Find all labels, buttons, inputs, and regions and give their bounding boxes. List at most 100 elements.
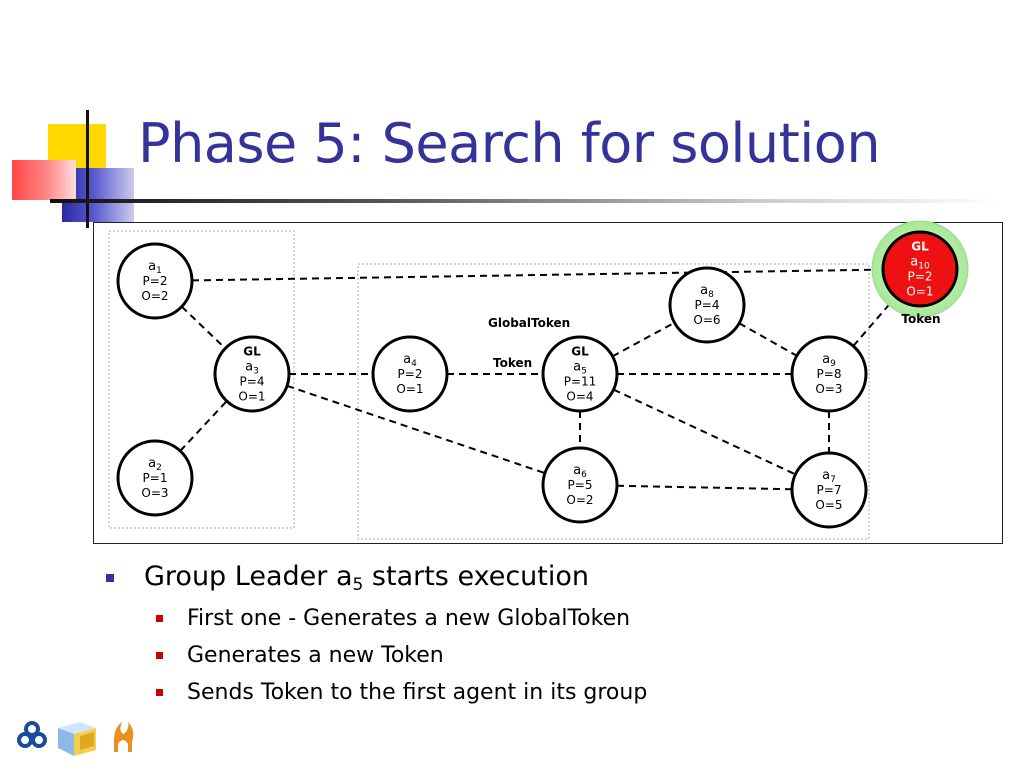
node-priority: P=4	[240, 375, 265, 389]
sub-bullet-marker	[156, 615, 163, 622]
node-a7: a7P=7O=5	[790, 451, 868, 529]
node-name: a2	[148, 456, 162, 473]
node-a6: a6P=5O=2	[541, 446, 619, 524]
node-order: O=1	[906, 285, 933, 299]
node-name-base: a	[822, 468, 830, 483]
node-priority: P=11	[564, 375, 597, 389]
diagram-frame	[93, 222, 1003, 544]
node-name: a4	[403, 352, 417, 369]
node-order: O=1	[396, 382, 423, 396]
node-name: a9	[822, 352, 836, 369]
bullet-level2: Sends Token to the first agent in its gr…	[104, 674, 1004, 711]
bullet-level2: First one - Generates a new GlobalToken	[104, 600, 1004, 637]
sub-bullet-text: First one - Generates a new GlobalToken	[187, 606, 631, 631]
node-name-base: a	[403, 352, 411, 367]
node-name: a8	[700, 283, 714, 300]
bullet-level1: Group Leader a5 starts execution	[104, 558, 1004, 596]
footer-logos	[17, 721, 134, 756]
page-title: Phase 5: Search for solution	[138, 112, 881, 175]
node-name-base: a	[573, 360, 581, 375]
bullet-text-subscript: 5	[352, 575, 364, 595]
node-a1: a1P=2O=2	[116, 242, 194, 320]
node-name: a5	[573, 360, 587, 377]
node-priority: P=5	[568, 478, 593, 492]
node-name-base: a	[700, 283, 708, 298]
token-label-a10: Token	[901, 312, 940, 326]
nodes-layer: a1P=2O=2a2P=1O=3GLa3P=4O=1a4P=2O=1GLa5P=…	[116, 230, 959, 529]
node-priority: P=8	[817, 367, 842, 381]
node-priority: P=1	[143, 471, 168, 485]
node-circle	[213, 335, 291, 413]
node-name-base: a	[245, 360, 253, 375]
bullet-text-after: starts execution	[363, 561, 590, 592]
node-circle	[790, 335, 868, 413]
node-priority: P=2	[908, 270, 933, 284]
node-order: O=5	[815, 498, 842, 512]
token-label-a5: Token	[493, 356, 532, 370]
node-name: a3	[245, 360, 259, 377]
node-name-base: a	[910, 255, 918, 270]
edge-a5-a7	[613, 388, 796, 476]
sub-bullet-marker	[156, 689, 163, 696]
node-name-subscript: 6	[581, 470, 587, 480]
edge-a5-a8	[612, 321, 675, 358]
node-circle	[668, 266, 746, 344]
node-circle	[116, 242, 194, 320]
node-priority: P=4	[695, 298, 720, 312]
node-priority: P=2	[143, 274, 168, 288]
node-a9: a9P=8O=3	[790, 335, 868, 413]
node-name-subscript: 4	[411, 359, 417, 369]
node-order: O=6	[693, 313, 720, 327]
node-order: O=3	[141, 486, 168, 500]
node-name-subscript: 8	[708, 290, 714, 300]
node-circle	[881, 230, 959, 308]
cube-logo-icon	[58, 722, 96, 756]
edge-a8-a9	[738, 322, 798, 357]
node-name: a7	[822, 468, 836, 485]
node-priority: P=7	[817, 483, 842, 497]
node-a2: a2P=1O=3	[116, 439, 194, 517]
trefoil-logo-icon	[17, 721, 47, 748]
flame-logo-icon	[114, 722, 134, 752]
decor-red-square	[12, 160, 76, 200]
sub-bullet-text: Generates a new Token	[187, 643, 444, 668]
node-name-subscript: 1	[156, 266, 162, 276]
node-name-base: a	[148, 259, 156, 274]
global-token-label: GlobalToken	[488, 316, 570, 330]
edge-a1-a10	[191, 268, 884, 282]
node-order: O=1	[238, 390, 265, 404]
node-name-subscript: 3	[253, 367, 259, 377]
node-circle	[116, 439, 194, 517]
node-name-subscript: 7	[830, 475, 836, 485]
node-circle	[371, 335, 449, 413]
group-1-boundary	[108, 230, 295, 529]
edge-a3-a6	[286, 384, 546, 475]
bullet-level2: Generates a new Token	[104, 637, 1004, 674]
bullet-list: Group Leader a5 starts execution First o…	[104, 558, 1004, 711]
node-order: O=2	[566, 493, 593, 507]
node-a8: a8P=4O=6	[668, 266, 746, 344]
node-name-subscript: 9	[830, 359, 836, 369]
sub-bullet-marker	[156, 652, 163, 659]
node-name: a6	[573, 463, 587, 480]
node-name-base: a	[822, 352, 830, 367]
node-priority: P=2	[398, 367, 423, 381]
node-name-base: a	[573, 463, 581, 478]
title-divider	[50, 199, 1000, 203]
node-order: O=3	[815, 382, 842, 396]
group-2-boundary	[357, 263, 870, 540]
node-group-leader-label: GL	[571, 345, 589, 359]
node-name-base: a	[148, 456, 156, 471]
decor-vertical-line	[86, 110, 89, 228]
edge-a1-a3	[181, 305, 226, 350]
node-circle	[541, 446, 619, 524]
node-a4: a4P=2O=1	[371, 335, 449, 413]
edge-a2-a3	[179, 400, 228, 452]
node-circle	[790, 451, 868, 529]
node-name-subscript: 5	[581, 367, 587, 377]
node-order: O=4	[566, 390, 593, 404]
node-name: a1	[148, 259, 162, 276]
